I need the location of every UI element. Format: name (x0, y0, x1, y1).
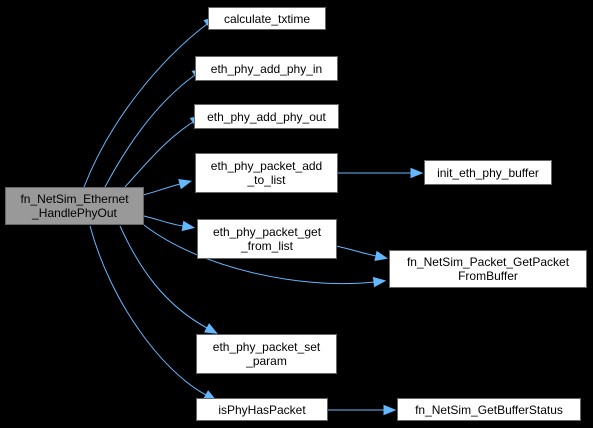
node-eth-phy-add-phy-in[interactable]: eth_phy_add_phy_in (195, 56, 338, 81)
edge-root-to-eth_phy_packet_get_from_list (143, 215, 184, 227)
node-eth-phy-packet-set-param[interactable]: eth_phy_packet_set _param (196, 334, 337, 374)
arrowhead-eth_phy_packet_get_from_list (181, 220, 196, 232)
node-label-line-2: _from_list (240, 239, 293, 253)
node-fn-netsim-getbufferstatus[interactable]: fn_NetSim_GetBufferStatus (397, 398, 581, 421)
arrowhead-eth_phy_packet_add_to_list (178, 179, 192, 190)
node-root-line-1: fn_NetSim_Ethernet (20, 192, 129, 206)
node-label: calculate_txtime (223, 11, 311, 26)
edge-root-to-eth_phy_add_phy_in (104, 74, 196, 188)
edge-root-to-eth_phy_add_phy_out (124, 121, 194, 188)
edge-root-to-eth_phy_packet_add_to_list (142, 183, 181, 196)
edge-root-to-isPhyHasPacket (89, 225, 207, 396)
arrowhead-init_eth_phy_buffer (410, 167, 424, 179)
node-label: isPhyHasPacket (218, 402, 306, 417)
node-label-line-2: _param (246, 354, 287, 368)
node-label: init_eth_phy_buffer (437, 165, 539, 180)
edge-eth_phy_packet_get_from_list-to-fn_NetSim_Packet_GetPacketFromBuffer (335, 245, 377, 257)
node-label-line-1: eth_phy_packet_add (210, 159, 323, 173)
edge-root-to-eth_phy_packet_set_param (119, 225, 208, 329)
node-label-line-1: eth_phy_packet_get (212, 225, 322, 239)
node-eth-phy-packet-get-from-list[interactable]: eth_phy_packet_get _from_list (197, 219, 337, 259)
edge-root-to-fn_NetSim_Packet_GetPacketFromBuffer (143, 224, 375, 285)
arrowhead-fn_NetSim_Packet_GetPacketFromBuffer (372, 276, 387, 288)
node-calculate-txtime[interactable]: calculate_txtime (208, 7, 326, 30)
node-label-line-1: eth_phy_packet_set (212, 340, 321, 354)
edge-root-to-calculate_txtime (83, 23, 208, 188)
node-isphyhaspacket[interactable]: isPhyHasPacket (196, 398, 328, 421)
node-label: eth_phy_add_phy_out (207, 109, 326, 124)
node-eth-phy-add-phy-out[interactable]: eth_phy_add_phy_out (194, 104, 339, 129)
arrowhead-fn_NetSim_Packet_GetPacketFromBuffer (374, 250, 389, 262)
node-eth-phy-packet-add-to-list[interactable]: eth_phy_packet_add _to_list (195, 153, 338, 193)
node-init-eth-phy-buffer[interactable]: init_eth_phy_buffer (424, 160, 552, 185)
node-root: fn_NetSim_Ethernet _HandlePhyOut (5, 187, 144, 225)
arrowhead-fn_NetSim_GetBufferStatus (383, 404, 397, 416)
node-label-line-2: FromBuffer (458, 269, 518, 283)
node-label: fn_NetSim_GetBufferStatus (415, 402, 563, 417)
node-root-line-2: _HandlePhyOut (32, 206, 117, 220)
node-label-line-2: _to_list (247, 173, 286, 187)
node-label-line-1: fn_NetSim_Packet_GetPacket (406, 255, 570, 269)
node-label: eth_phy_add_phy_in (210, 61, 323, 76)
arrowhead-eth_phy_packet_set_param (204, 323, 218, 334)
node-fn-netsim-packet-getpacketfrombuffer[interactable]: fn_NetSim_Packet_GetPacket FromBuffer (389, 250, 587, 288)
